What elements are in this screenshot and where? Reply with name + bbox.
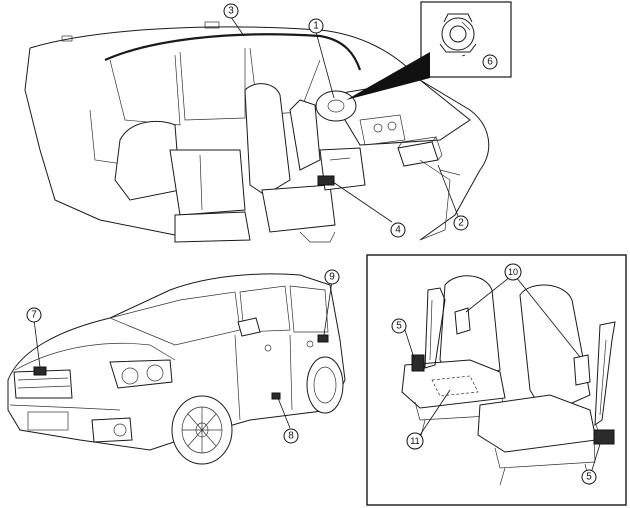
seat-detail-panel [366,254,627,506]
curtain-air-bag-module [104,33,362,71]
side-air-bag-left [454,307,471,335]
side-crash-sensor-lower [271,392,281,400]
seat-belt-pretensioner-right [593,429,615,445]
callout-5-right: 5 [581,469,597,485]
callout-6: 6 [482,54,498,70]
svg-text:8: 8 [288,431,294,442]
occupant-classification-sensor [431,375,479,397]
callout-10: 10 [504,263,522,281]
clock-spring-inset [420,1,512,78]
svg-text:5: 5 [396,321,402,332]
vehicle-interior-cutaway [24,21,490,243]
svg-text:6: 6 [487,57,493,68]
side-air-bag-right [573,354,591,386]
svg-text:1: 1 [313,21,319,32]
sas-control-module [397,141,439,167]
callout-2: 2 [453,215,469,231]
front-crash-sensor [33,366,47,376]
callout-3: 3 [223,3,239,19]
svg-text:10: 10 [508,267,518,277]
svg-text:4: 4 [395,225,401,236]
svg-text:5: 5 [586,472,592,483]
callout-4: 4 [390,222,406,238]
svg-text:9: 9 [329,272,335,283]
svg-text:7: 7 [31,310,37,321]
crash-zone-sensor [317,175,335,186]
side-crash-sensor-upper [317,334,329,343]
callout-1: 1 [308,18,324,34]
inset-pointer [346,52,430,100]
vehicle-exterior [7,273,346,465]
steering-wheel [315,90,357,122]
callout-11: 11 [406,432,424,450]
svg-text:2: 2 [458,218,464,229]
leader-lines [33,16,601,471]
svg-text:3: 3 [228,6,234,17]
svg-text:11: 11 [410,436,419,446]
callout-8: 8 [283,428,299,444]
callout-5-left: 5 [391,318,407,334]
callout-7: 7 [26,307,42,323]
callout-9: 9 [324,269,340,285]
